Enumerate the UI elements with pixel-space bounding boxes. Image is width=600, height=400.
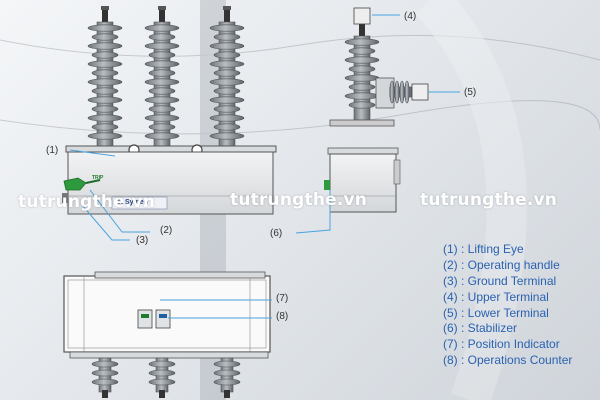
callout-4: (4): [404, 11, 417, 22]
legend-item: (2) : Operating handle: [443, 257, 560, 272]
ground-terminal: [62, 193, 68, 203]
bottom-insulator-3: [213, 357, 241, 398]
lower-terminal: [411, 83, 429, 101]
upper-terminal: [353, 7, 371, 25]
lower-terminal-bushing: [375, 77, 429, 109]
front-tank: [67, 151, 274, 215]
legend-item: (3) : Ground Terminal: [443, 273, 557, 288]
watermark-2: tutrungthe.vn: [230, 190, 368, 210]
front-leaders: [69, 149, 150, 241]
watermark-1: tutrungthe.vn: [18, 192, 156, 212]
side-insulator: [344, 20, 380, 121]
side-tank: [329, 153, 397, 213]
legend: (1) : Lifting Eye (2) : Operating handle…: [443, 242, 572, 369]
callout-8: (8): [276, 311, 289, 322]
legend-item: (4) : Upper Terminal: [443, 289, 549, 304]
watermark-3: tutrungthe.vn: [420, 190, 558, 210]
legend-item: (1) : Lifting Eye: [443, 242, 524, 256]
legend-item: (6) : Stabilizer: [443, 321, 518, 336]
callout-3: (3): [136, 235, 149, 246]
callout-1: (1): [46, 145, 59, 156]
stabilizer: [324, 180, 330, 190]
operating-handle: [63, 177, 87, 191]
position-indicator-window: [137, 309, 153, 329]
callout-6: (6): [270, 228, 283, 239]
bottom-insulators: [91, 357, 241, 398]
side-view: [295, 7, 460, 234]
legend-item: (7) : Position Indicator: [443, 337, 560, 352]
legend-item: (8) : Operations Counter: [443, 353, 573, 368]
legend-item: (5) : Lower Terminal: [443, 305, 549, 320]
operations-counter-window: [155, 309, 171, 329]
insulator-2: [144, 6, 180, 147]
side-insulator-body: [344, 20, 380, 121]
bottom-insulator-2: [148, 357, 176, 398]
top-leaders: [160, 299, 272, 319]
callout-7: (7): [276, 293, 289, 304]
front-view: [62, 6, 277, 241]
insulator-row: [87, 6, 245, 147]
trip-label: TRIP: [92, 175, 104, 181]
side-leaders: [295, 14, 460, 234]
bottom-insulator-1: [91, 357, 119, 398]
top-view: [63, 271, 272, 398]
callout-5: (5): [464, 87, 477, 98]
front-crossbar: [65, 145, 277, 153]
callout-2: (2): [160, 225, 173, 236]
nameplate-text: H Symen: [118, 199, 148, 206]
nameplate: [111, 196, 168, 210]
insulator-1: [87, 6, 123, 147]
